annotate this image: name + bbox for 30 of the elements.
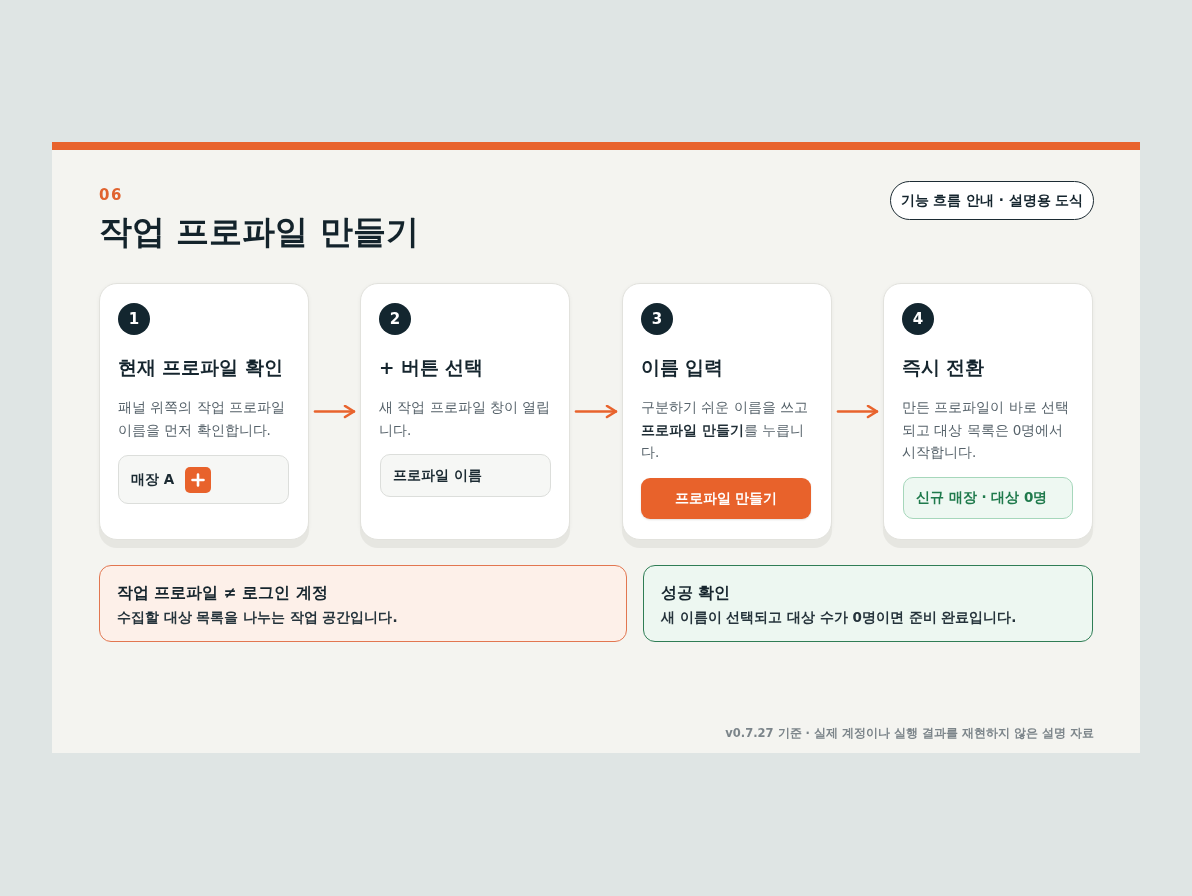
- step-description: 구분하기 쉬운 이름을 쓰고 프로파일 만들기를 누릅니다.: [641, 398, 809, 462]
- action-button: 프로파일 만들기: [641, 478, 811, 519]
- flow-arrow: [574, 404, 618, 419]
- step-number: 2: [379, 303, 411, 335]
- step-title: 현재 프로파일 확인: [118, 356, 284, 380]
- page-title: 작업 프로파일 만들기: [99, 211, 419, 253]
- step-title: 이름 입력: [641, 356, 725, 380]
- step-description: 만든 프로파일이 바로 선택되고 대상 목록은 0명에서 시작합니다.: [902, 398, 1070, 462]
- profile-selector: [118, 455, 289, 504]
- note-panel: [99, 565, 627, 642]
- footer-note: v0.7.27 기준 · 실제 계정이나 실행 결과를 재현하지 않은 설명 자료: [725, 725, 1094, 741]
- status-chip: 신규 매장 · 대상 0명: [903, 477, 1073, 519]
- step-title: 즉시 전환: [902, 356, 986, 380]
- note-text: 수집할 대상 목록을 나누는 작업 공간입니다.: [117, 608, 399, 627]
- step-description: 패널 위쪽의 작업 프로파일 이름을 먼저 확인합니다.: [118, 398, 286, 440]
- step-description: 새 작업 프로파일 창이 열립니다.: [379, 398, 552, 440]
- section-kicker: 06: [99, 185, 123, 205]
- input-field: 프로파일 이름: [380, 454, 551, 497]
- profile-name: 매장 A: [131, 470, 175, 489]
- flow-arrow: [313, 404, 356, 419]
- success-text: 새 이름이 선택되고 대상 수가 0명이면 준비 완료입니다.: [661, 608, 1018, 627]
- flow-arrow: [836, 404, 879, 419]
- step-title: + 버튼 선택: [379, 356, 485, 380]
- info-badge: 기능 흐름 안내 · 설명용 도식: [890, 181, 1094, 220]
- step-number: 3: [641, 303, 673, 335]
- success-panel: [643, 565, 1093, 642]
- step-number: 4: [902, 303, 934, 335]
- success-title: 성공 확인: [661, 583, 732, 604]
- step-number: 1: [118, 303, 150, 335]
- note-title: 작업 프로파일 ≠ 로그인 계정: [117, 583, 329, 604]
